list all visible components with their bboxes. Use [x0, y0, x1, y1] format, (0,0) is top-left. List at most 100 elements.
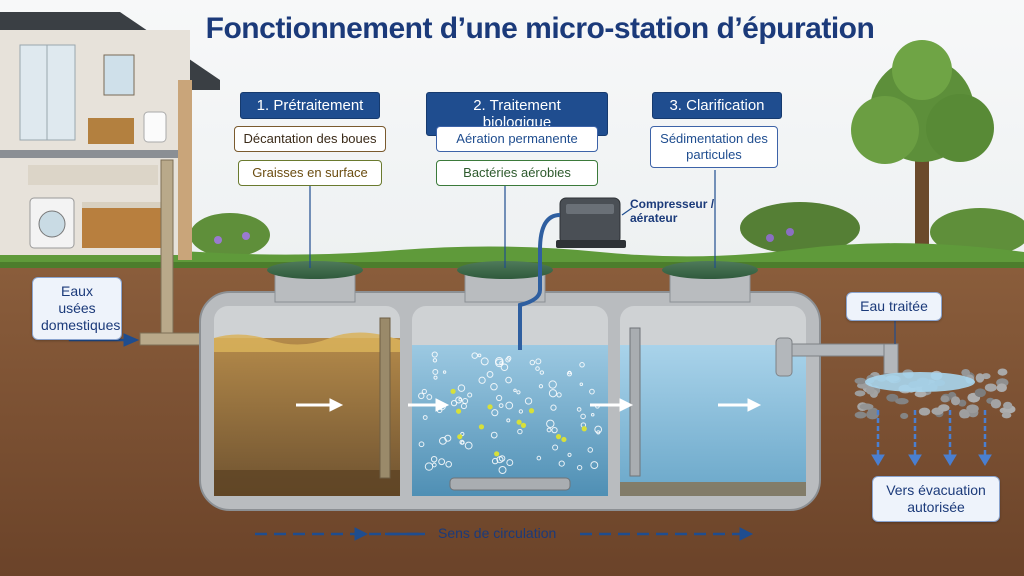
gravel-stone: [886, 393, 899, 402]
stage-3-note-1: Sédimentation des particules: [650, 126, 778, 168]
aerobic-bacteria: [450, 388, 587, 457]
bubble: [552, 444, 559, 451]
gravel-stone: [895, 398, 909, 405]
bubble: [589, 388, 595, 395]
disposal-label: Vers évacuation autorisée: [872, 476, 1000, 522]
bubble: [438, 436, 447, 445]
bubble: [506, 459, 514, 467]
bubble: [535, 358, 542, 365]
compartment-1-liquid: [214, 338, 400, 496]
bubble: [462, 398, 469, 405]
treated-water-pool: [865, 372, 975, 392]
stage-1-note-2: Graisses en surface: [238, 160, 382, 186]
bubble: [430, 455, 438, 463]
bubble: [535, 366, 540, 371]
gravel-stone: [996, 383, 1007, 393]
bacterium: [561, 436, 567, 443]
bubble: [517, 428, 523, 435]
bubble: [518, 409, 524, 414]
bubble: [491, 457, 499, 465]
bubble: [498, 465, 507, 474]
bush: [190, 213, 270, 257]
bubble: [539, 370, 545, 375]
gravel-stone: [938, 404, 950, 412]
outflow-pipe: [779, 343, 891, 357]
bubble: [579, 382, 584, 387]
bubble: [478, 376, 486, 384]
gravel-stone: [854, 390, 866, 397]
leader-lines: [309, 170, 896, 344]
sludge-bottom: [214, 470, 400, 496]
bacterium: [520, 422, 527, 428]
gravel-stone: [918, 407, 931, 416]
bubble: [558, 460, 565, 467]
gravel-stone: [975, 373, 985, 383]
stage-2-note-1: Aération permanente: [436, 126, 598, 152]
gravel-stone: [966, 404, 979, 414]
bubble: [498, 455, 506, 462]
bubble: [505, 401, 514, 410]
bubble: [496, 394, 503, 402]
infiltration-arrows: [871, 410, 992, 466]
gravel-stone: [854, 411, 867, 419]
gravel-stone: [900, 412, 909, 419]
bubble: [471, 352, 478, 359]
bubble: [505, 376, 512, 384]
bubble: [459, 439, 465, 445]
grease-layer: [214, 332, 400, 352]
bubble: [432, 368, 439, 375]
bubble: [551, 426, 558, 434]
bubble: [418, 392, 425, 400]
house: [0, 12, 220, 260]
gravel-stone: [866, 409, 879, 420]
bubble: [490, 382, 498, 391]
bubble: [548, 389, 558, 398]
bubble: [438, 458, 446, 466]
gravel-stone: [984, 383, 997, 392]
bubble: [490, 431, 498, 439]
aeration-bubbles: [418, 351, 603, 474]
bacterium: [581, 426, 587, 432]
gravel-stone: [974, 388, 986, 398]
bacterium: [450, 388, 456, 394]
bubble: [457, 384, 466, 392]
bubble: [432, 358, 438, 363]
stage-2-note-2: Bactéries aérobies: [436, 160, 598, 186]
lid-1: [267, 261, 363, 279]
lid-3: [662, 261, 758, 279]
circulation-label: Sens de circulation: [438, 525, 557, 541]
bubble: [576, 464, 583, 471]
gravel-stone: [958, 399, 967, 407]
outflow-label: Eau traitée: [846, 292, 942, 321]
gravel-stone: [961, 368, 971, 377]
bubble: [505, 357, 511, 363]
bubble: [524, 397, 533, 405]
page-title: Fonctionnement d’une micro-station d’épu…: [205, 12, 875, 45]
inflow-pipe-vertical: [160, 159, 174, 343]
bubble: [596, 430, 601, 435]
gravel-stone: [854, 377, 867, 385]
bubble: [467, 392, 473, 398]
bubble: [580, 413, 586, 420]
aeration-diffuser: [449, 477, 571, 491]
bubble: [538, 384, 544, 389]
bubble: [567, 452, 572, 457]
gravel-stone: [997, 368, 1008, 376]
bubble: [486, 371, 494, 378]
bubble: [536, 455, 542, 461]
bubble: [464, 441, 473, 450]
bacterium: [516, 419, 522, 425]
bacterium: [455, 408, 462, 414]
bubble: [421, 388, 427, 395]
flow-arrows: [296, 398, 762, 412]
bubble: [442, 370, 447, 374]
bacterium: [555, 434, 562, 440]
bubble: [529, 359, 536, 366]
gravel-stone: [865, 386, 875, 395]
bubble: [556, 392, 562, 398]
bubble: [579, 362, 585, 368]
bubble: [496, 456, 504, 464]
gravel-stone: [990, 398, 1002, 409]
bubble: [576, 407, 582, 412]
bacterium: [457, 434, 463, 440]
